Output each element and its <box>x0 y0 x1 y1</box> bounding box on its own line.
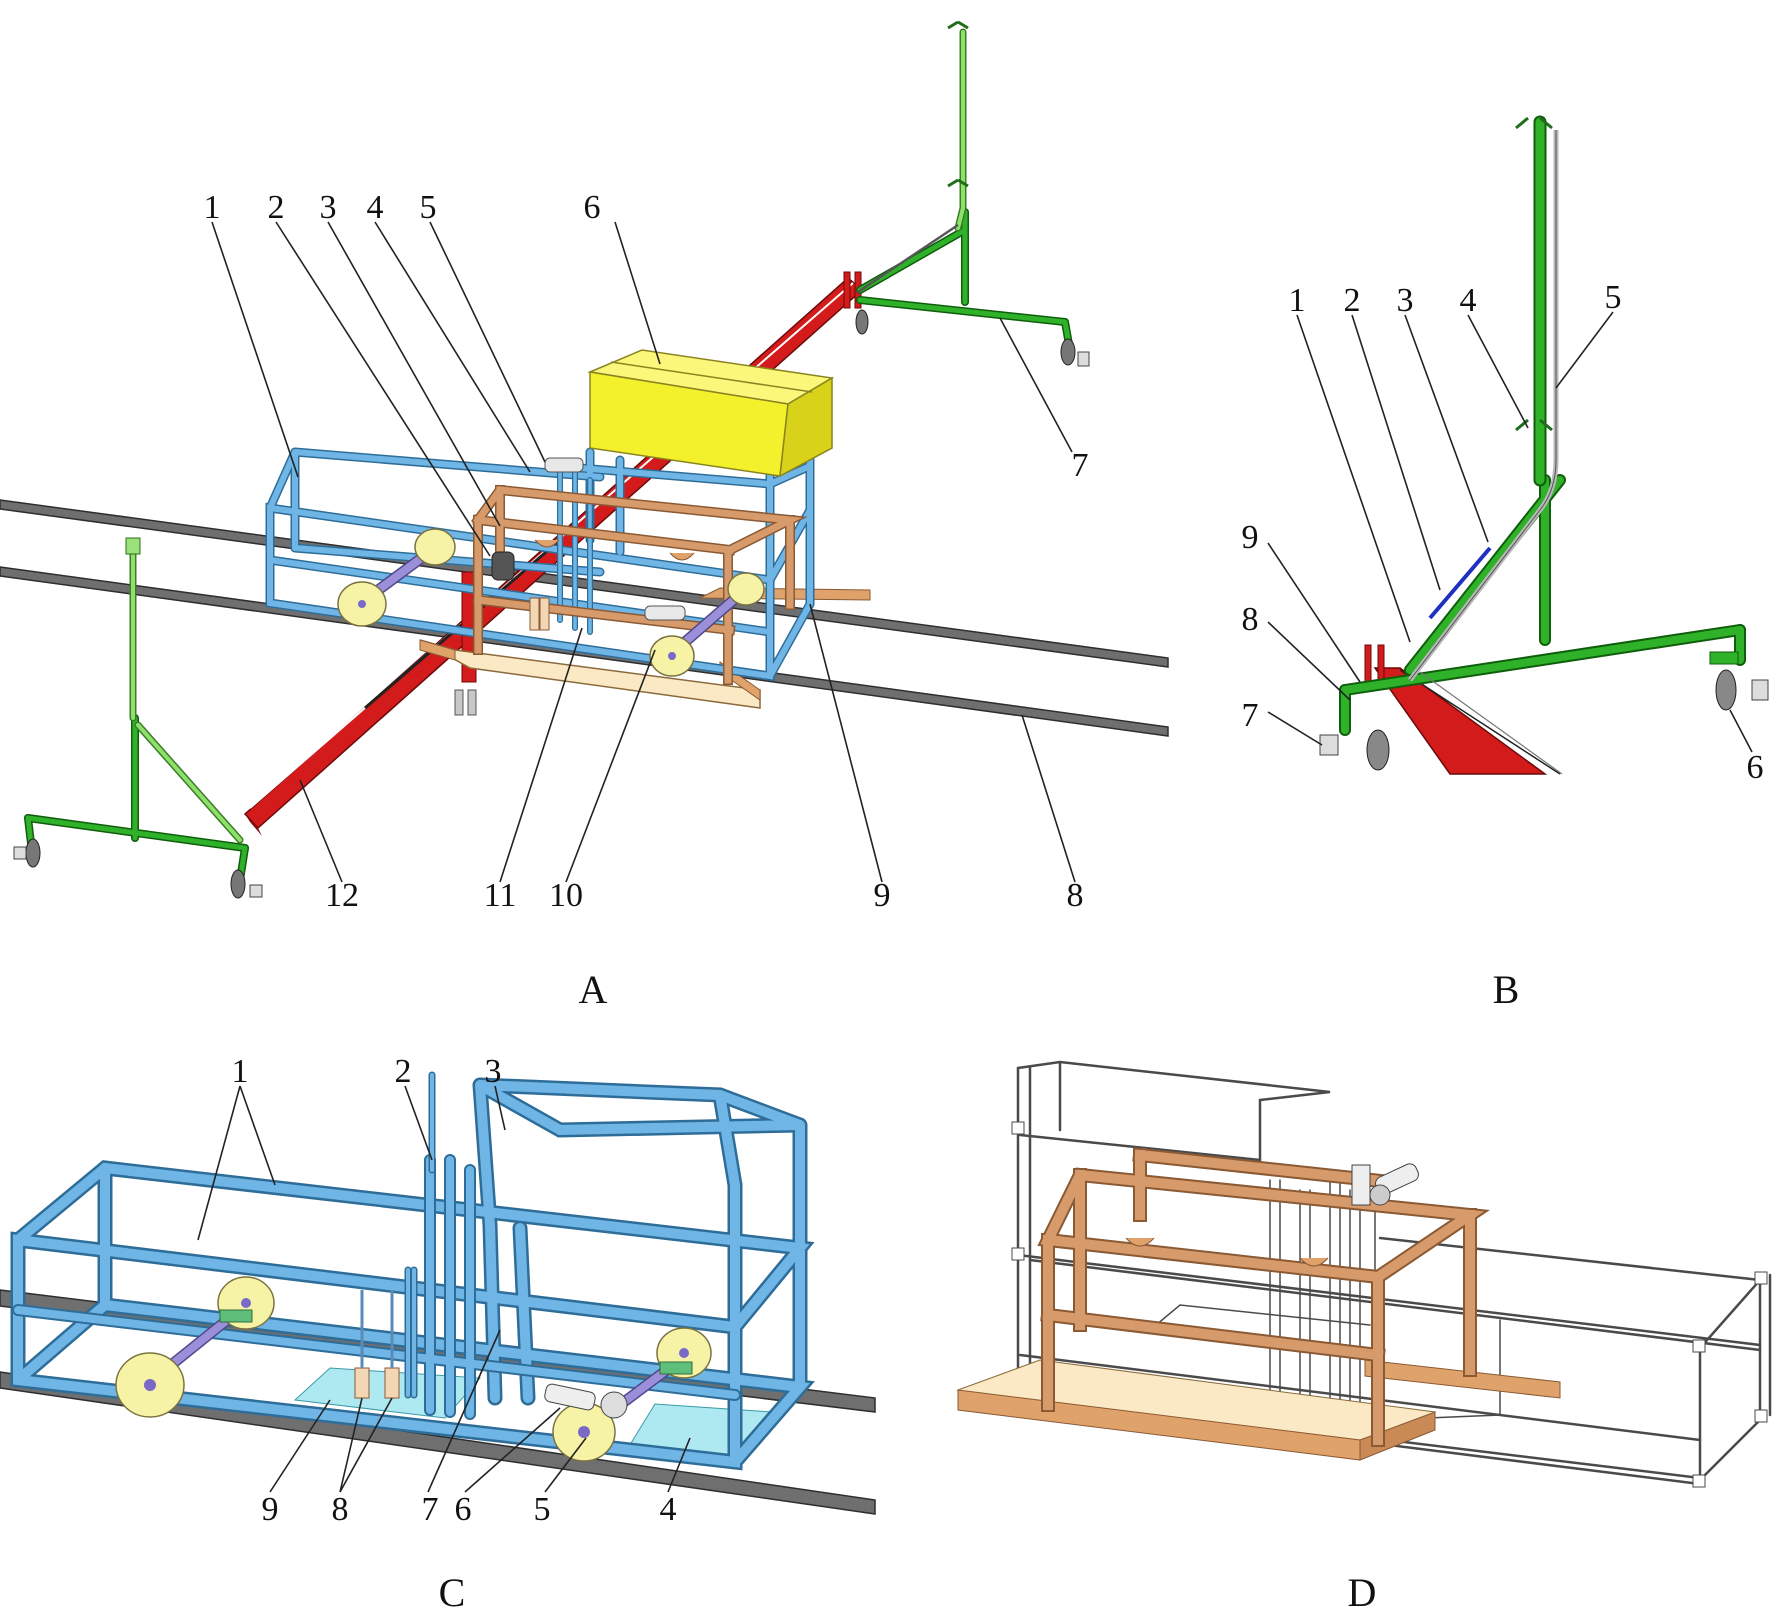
panel-a-letter: A <box>579 967 608 1012</box>
callout-1: 1 <box>232 1053 249 1090</box>
callout-3: 3 <box>485 1053 502 1090</box>
callout-8: 8 <box>1242 601 1259 638</box>
callout-4: 4 <box>367 189 384 226</box>
callout-5: 5 <box>534 1491 551 1528</box>
panel-a-posts <box>491 551 550 631</box>
callout-2: 2 <box>395 1053 412 1090</box>
callout-12: 12 <box>325 877 359 914</box>
panel-c-letter: C <box>439 1570 466 1611</box>
panel-b-letter: B <box>1493 967 1520 1012</box>
panel-a-wheels <box>337 457 765 677</box>
callout-1: 1 <box>1289 282 1306 319</box>
callout-7: 7 <box>1242 697 1259 734</box>
panel-a: 1 2 3 4 5 6 7 8 9 10 11 12 A <box>0 20 1169 1012</box>
panel-c-callouts: 1 2 3 4 5 6 7 8 9 <box>232 1053 677 1528</box>
callout-9: 9 <box>874 877 891 914</box>
panel-b-green-stand <box>1319 115 1769 771</box>
panel-b-red-boom <box>1373 667 1548 775</box>
callout-1: 1 <box>204 189 221 226</box>
panel-d-letter: D <box>1348 1570 1377 1611</box>
callout-8: 8 <box>1067 877 1084 914</box>
callout-11: 11 <box>484 877 517 914</box>
panel-d-wood-base <box>956 1359 1561 1461</box>
callout-2: 2 <box>268 189 285 226</box>
panel-b-callouts: 1 2 3 4 5 6 7 8 9 <box>1242 279 1764 786</box>
panel-c: 1 2 3 4 5 6 7 8 9 C <box>0 1053 876 1611</box>
callout-5: 5 <box>1605 279 1622 316</box>
callout-6: 6 <box>584 189 601 226</box>
callout-9: 9 <box>262 1491 279 1528</box>
panel-c-cylinders <box>354 1290 400 1399</box>
panel-d-motor <box>1351 1163 1419 1206</box>
callout-2: 2 <box>1344 282 1361 319</box>
callout-3: 3 <box>320 189 337 226</box>
panel-a-green-stand-right <box>855 20 1090 367</box>
callout-6: 6 <box>455 1491 472 1528</box>
callout-4: 4 <box>660 1491 677 1528</box>
panel-a-yellow-box <box>587 349 835 478</box>
callout-10: 10 <box>549 877 583 914</box>
panel-d-wood-frame <box>1037 1147 1490 1447</box>
panel-c-wheels <box>115 1276 712 1462</box>
callout-4: 4 <box>1460 282 1477 319</box>
callout-3: 3 <box>1397 282 1414 319</box>
panel-a-leaders <box>211 221 1076 883</box>
panel-d: D <box>956 1060 1772 1611</box>
panel-a-callouts: 1 2 3 4 5 6 7 8 9 10 11 12 <box>204 189 1089 914</box>
callout-8: 8 <box>332 1491 349 1528</box>
callout-6: 6 <box>1747 749 1764 786</box>
panel-a-green-stand-left <box>13 537 263 899</box>
panel-b-leaders <box>1267 311 1753 753</box>
callout-7: 7 <box>422 1491 439 1528</box>
callout-9: 9 <box>1242 519 1259 556</box>
panel-c-leaders <box>197 1085 691 1493</box>
callout-5: 5 <box>420 189 437 226</box>
panel-c-blue-frame <box>10 1071 815 1471</box>
callout-7: 7 <box>1072 447 1089 484</box>
panel-b: 1 2 3 4 5 6 7 8 9 B <box>1242 115 1769 1012</box>
